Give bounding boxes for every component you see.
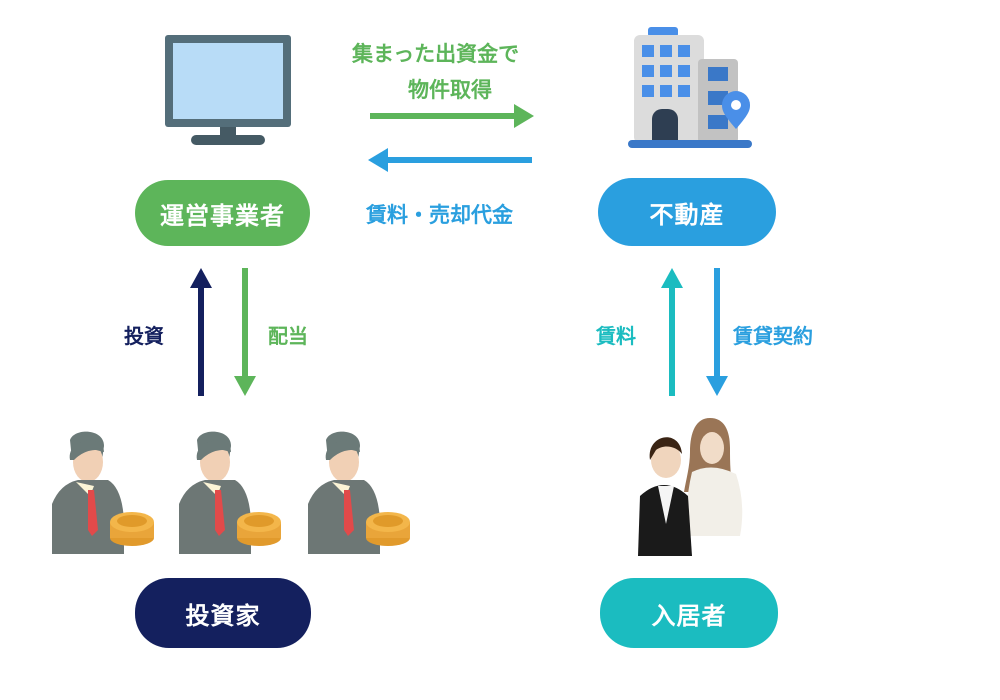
arrow-right-acquire (370, 104, 534, 128)
property-node: 不動産 (598, 178, 776, 246)
arrow-down-lease (706, 268, 728, 396)
rent-label: 賃料 (596, 324, 636, 348)
investor-with-coins-icon (308, 431, 410, 554)
computer-monitor-icon (165, 35, 291, 145)
arrow-down-dividend (234, 268, 256, 396)
investor-with-coins-icon (52, 431, 154, 554)
lease-label: 賃貸契約 (733, 324, 813, 348)
acquire-label-line1: 集まった出資金で (352, 42, 520, 66)
arrow-up-rent (661, 268, 683, 396)
returns-label: 賃料・売却代金 (366, 203, 513, 227)
dividend-label: 配当 (268, 324, 308, 348)
investors-node: 投資家 (135, 578, 311, 648)
tenants-node: 入居者 (600, 578, 778, 648)
acquire-label-line2: 物件取得 (408, 78, 492, 102)
tenants-icon (638, 418, 743, 556)
arrow-up-invest (190, 268, 212, 396)
building-icon (628, 27, 752, 148)
invest-label: 投資 (124, 324, 164, 348)
arrow-left-returns (368, 148, 532, 172)
investor-with-coins-icon (179, 431, 281, 554)
operator-node: 運営事業者 (135, 180, 310, 246)
